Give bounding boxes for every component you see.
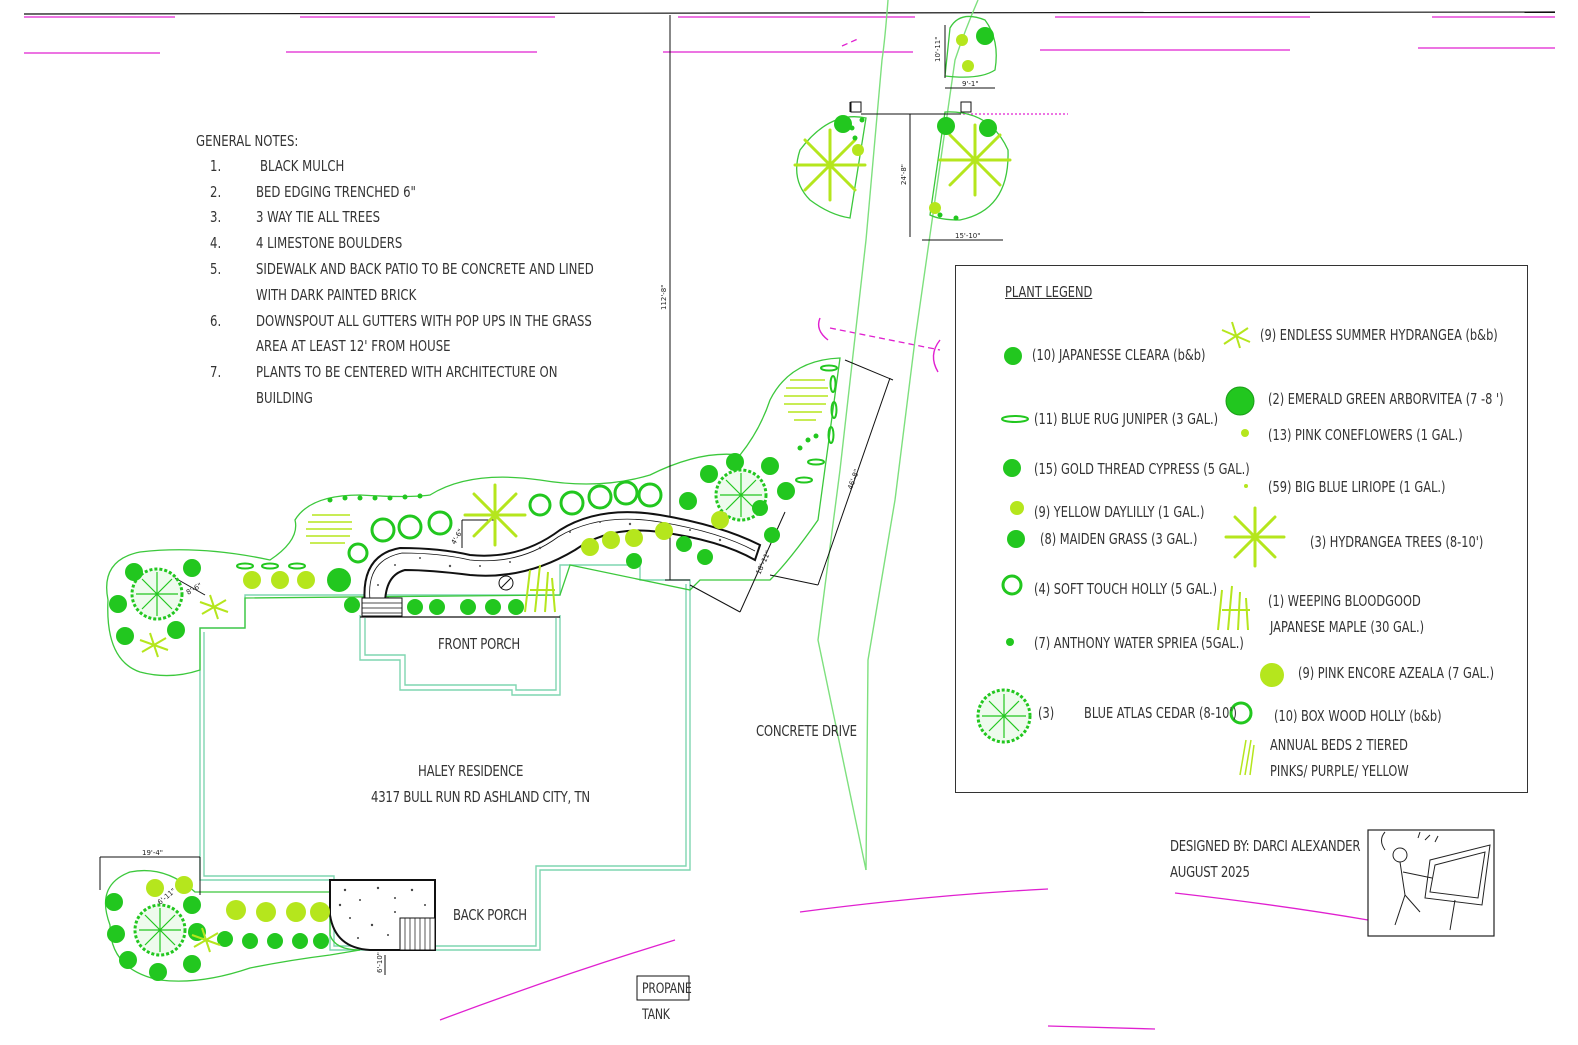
legend-entry: (3) HYDRANGEA TREES (8-10') bbox=[1310, 533, 1484, 551]
concrete-drive-label: CONCRETE DRIVE bbox=[756, 722, 857, 740]
propane-tank bbox=[636, 975, 690, 1001]
note-text-continued: AREA AT LEAST 12' FROM HOUSE bbox=[256, 337, 451, 355]
dimension-label: 6'-10" bbox=[376, 952, 384, 973]
maple-icon bbox=[1217, 585, 1250, 631]
annual-bed-icon bbox=[1239, 739, 1255, 776]
boxwood-icon bbox=[1229, 701, 1253, 725]
note-text: BLACK MULCH bbox=[260, 157, 345, 175]
note-number: 6. bbox=[210, 312, 222, 330]
legend-entry: (15) GOLD THREAD CYPRESS (5 GAL.) bbox=[1034, 460, 1250, 478]
boxwood-icon bbox=[217, 500, 780, 949]
property-lines bbox=[24, 16, 1555, 1030]
design-date: AUGUST 2025 bbox=[1170, 863, 1250, 881]
dimension-label: 4'-6" bbox=[450, 528, 465, 546]
legend-entry: (59) BIG BLUE LIRIOPE (1 GAL.) bbox=[1268, 478, 1446, 496]
maiden-grass-icon bbox=[1007, 530, 1025, 548]
note-text: 3 WAY TIE ALL TREES bbox=[256, 208, 381, 226]
plant-symbols bbox=[105, 27, 1012, 981]
note-text: DOWNSPOUT ALL GUTTERS WITH POP UPS IN TH… bbox=[256, 312, 592, 330]
tank-label: TANK bbox=[642, 1007, 670, 1023]
residence-name: HALEY RESIDENCE bbox=[418, 762, 524, 780]
azalea-icon bbox=[146, 34, 974, 922]
legend-entry-name: BLUE ATLAS CEDAR (8-10') bbox=[1084, 704, 1237, 722]
legend-title: PLANT LEGEND bbox=[1005, 283, 1093, 301]
liriope-icon bbox=[327, 117, 959, 503]
note-number: 5. bbox=[210, 260, 222, 278]
azalea-icon bbox=[1260, 663, 1284, 687]
juniper-icon bbox=[1001, 415, 1029, 423]
back-patio bbox=[329, 879, 436, 951]
legend-entry: (9) YELLOW DAYLILLY (1 GAL.) bbox=[1034, 503, 1205, 521]
cypress-icon bbox=[1003, 459, 1021, 477]
spirea-icon bbox=[1006, 638, 1014, 646]
legend-entry: (13) PINK CONEFLOWERS (1 GAL.) bbox=[1268, 426, 1463, 444]
dimension-label: 46'-8" bbox=[846, 468, 861, 490]
maple-icon bbox=[524, 564, 556, 613]
legend-entry: (8) MAIDEN GRASS (3 GAL.) bbox=[1040, 530, 1198, 548]
legend-entry: (1) WEEPING BLOODGOOD bbox=[1268, 592, 1421, 610]
note-text: SIDEWALK AND BACK PATIO TO BE CONCRETE A… bbox=[256, 260, 594, 278]
legend-entry: (11) BLUE RUG JUNIPER (3 GAL.) bbox=[1034, 410, 1219, 428]
daylily-icon bbox=[1010, 501, 1024, 515]
legend-entry-continued: JAPANESE MAPLE (30 GAL.) bbox=[1270, 618, 1425, 636]
annual-bed-icon bbox=[306, 379, 828, 544]
juniper-icon bbox=[236, 364, 838, 570]
residence-address: 4317 BULL RUN RD ASHLAND CITY, TN bbox=[371, 788, 590, 806]
cedar-icon bbox=[130, 468, 768, 957]
propane-label: PROPANE bbox=[642, 981, 692, 997]
legend-entry: (9) PINK ENCORE AZEALA (7 GAL.) bbox=[1298, 664, 1495, 682]
hydrangea-tree-icon bbox=[463, 123, 1012, 547]
dimension-label: 112'-8" bbox=[660, 285, 668, 310]
legend-entry: (2) EMERALD GREEN ARBORVITEA (7 -8 ') bbox=[1268, 390, 1504, 408]
dimension-lines bbox=[99, 15, 1003, 975]
dimension-label: 9'-1" bbox=[962, 80, 979, 88]
back-porch-label: BACK PORCH bbox=[453, 906, 527, 924]
general-notes-title: GENERAL NOTES: bbox=[196, 132, 299, 150]
cedar-icon bbox=[976, 688, 1032, 744]
dimension-label: 15'-10" bbox=[955, 232, 980, 240]
front-walk bbox=[360, 511, 762, 618]
legend-entry-continued: PINKS/ PURPLE/ YELLOW bbox=[1270, 762, 1409, 780]
note-number: 3. bbox=[210, 208, 222, 226]
designer-credit: DESIGNED BY: DARCI ALEXANDER bbox=[1170, 837, 1361, 855]
note-text: 4 LIMESTONE BOULDERS bbox=[256, 234, 403, 252]
holly-icon bbox=[347, 480, 663, 564]
legend-symbols bbox=[976, 321, 1286, 776]
note-number: 1. bbox=[210, 157, 222, 175]
dimension-label: 10'-11" bbox=[934, 37, 942, 62]
designer-sketch-icon bbox=[1367, 829, 1495, 937]
legend-entry: (10) JAPANESSE CLEARA (b&b) bbox=[1032, 346, 1206, 364]
driveway-outline bbox=[817, 0, 979, 871]
note-number: 7. bbox=[210, 363, 222, 381]
hydrangea-icon bbox=[139, 594, 229, 953]
liriope-icon bbox=[1244, 484, 1248, 488]
holly-icon bbox=[1001, 574, 1023, 596]
note-number: 4. bbox=[210, 234, 222, 252]
dimension-label: 8'-6" bbox=[185, 582, 203, 597]
legend-entry: (3) bbox=[1038, 704, 1055, 722]
coneflower-icon bbox=[1241, 429, 1249, 437]
note-number: 2. bbox=[210, 183, 222, 201]
plant-legend bbox=[955, 265, 1528, 793]
note-text-continued: WITH DARK PAINTED BRICK bbox=[256, 286, 417, 304]
legend-entry: (9) ENDLESS SUMMER HYDRANGEA (b&b) bbox=[1260, 326, 1498, 344]
dimension-label: 24'-8" bbox=[900, 164, 908, 185]
arborvitae-icon bbox=[1225, 386, 1255, 416]
legend-entry: (7) ANTHONY WATER SPRIEA (5GAL.) bbox=[1034, 634, 1244, 652]
legend-entry: (10) BOX WOOD HOLLY (b&b) bbox=[1274, 707, 1442, 725]
cleara-icon bbox=[1004, 347, 1022, 365]
hydrangea-icon bbox=[1221, 321, 1251, 349]
note-text-continued: BUILDING bbox=[256, 389, 313, 407]
cleara-icon bbox=[105, 27, 997, 981]
dimension-label: 19'-4" bbox=[142, 849, 163, 857]
note-text: PLANTS TO BE CENTERED WITH ARCHITECTURE … bbox=[256, 363, 558, 381]
front-porch-label: FRONT PORCH bbox=[438, 635, 520, 653]
legend-entry: (4) SOFT TOUCH HOLLY (5 GAL.) bbox=[1034, 580, 1218, 598]
hydrangea-tree-icon bbox=[1224, 506, 1286, 568]
legend-entry: ANNUAL BEDS 2 TIERED bbox=[1270, 736, 1408, 754]
note-text: BED EDGING TRENCHED 6" bbox=[256, 183, 416, 201]
